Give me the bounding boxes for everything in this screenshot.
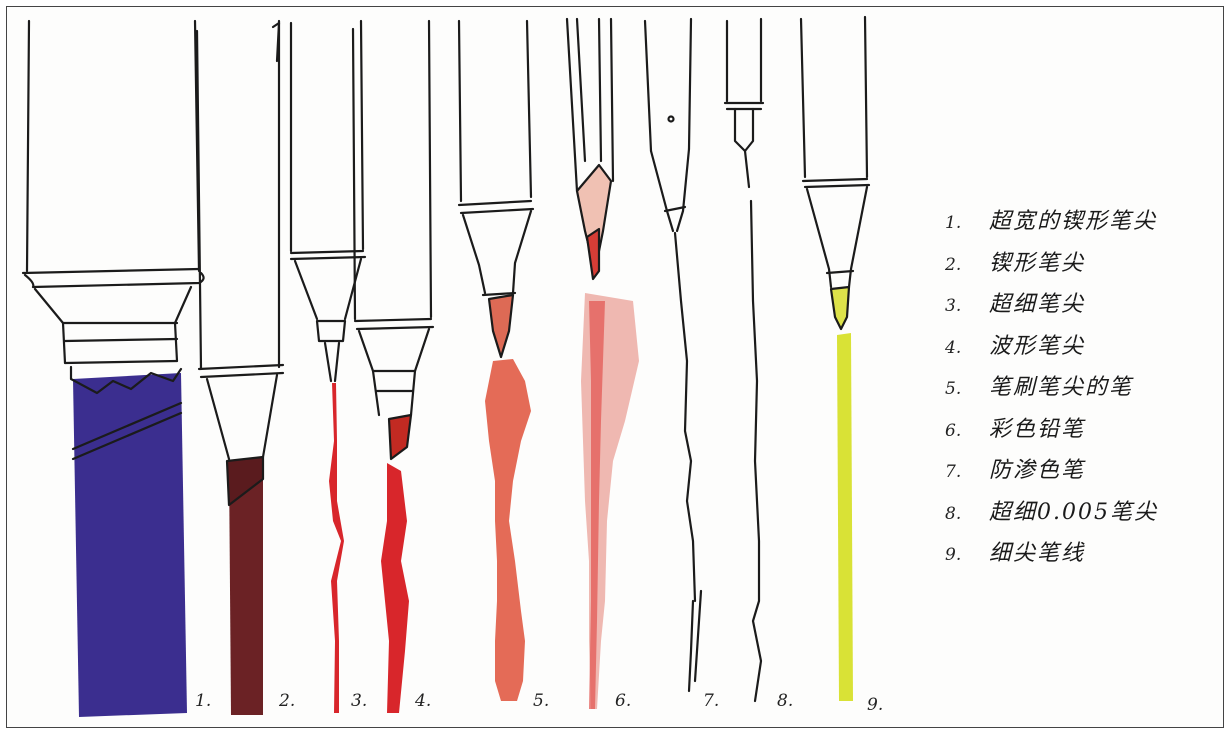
legend-number: 9.: [945, 545, 989, 565]
legend-item: 8. 超细0.005笔尖: [945, 494, 1215, 536]
legend-number: 2.: [945, 255, 989, 275]
pen-3-number: 3.: [351, 691, 367, 711]
legend-number: 6.: [945, 421, 989, 441]
pen-4-number: 4.: [415, 691, 431, 711]
pen-1-number: 1.: [195, 691, 211, 711]
legend-label: 超细笔尖: [989, 286, 1085, 318]
legend-label: 锲形笔尖: [989, 245, 1085, 277]
pen-legend: 1. 超宽的锲形笔尖 2. 锲形笔尖 3. 超细笔尖 4. 波形笔尖 5. 笔刷…: [945, 203, 1215, 577]
pen-9-drawing: [801, 17, 869, 701]
legend-item: 9. 细尖笔线: [945, 535, 1215, 577]
legend-item: 4. 波形笔尖: [945, 328, 1215, 370]
pen-2-number: 2.: [279, 691, 295, 711]
legend-item: 3. 超细笔尖: [945, 286, 1215, 328]
legend-number: 8.: [945, 504, 989, 524]
legend-number: 7.: [945, 462, 989, 482]
legend-label: 防渗色笔: [989, 452, 1085, 484]
legend-item: 5. 笔刷笔尖的笔: [945, 369, 1215, 411]
legend-item: 7. 防渗色笔: [945, 452, 1215, 494]
pen-5-number: 5.: [533, 691, 549, 711]
legend-label: 波形笔尖: [989, 328, 1085, 360]
pen-6-number: 6.: [615, 691, 631, 711]
legend-number: 5.: [945, 379, 989, 399]
legend-item: 1. 超宽的锲形笔尖: [945, 203, 1215, 245]
legend-label: 超细0.005笔尖: [989, 494, 1158, 526]
pen-8-number: 8.: [777, 691, 793, 711]
pen-8-drawing: [725, 19, 763, 701]
legend-label: 彩色铅笔: [989, 411, 1085, 443]
legend-label: 笔刷笔尖的笔: [989, 369, 1133, 401]
pen-7-drawing: [645, 19, 701, 691]
legend-number: 3.: [945, 296, 989, 316]
pen-2-drawing: [197, 21, 283, 715]
legend-number: 4.: [945, 338, 989, 358]
legend-number: 1.: [945, 213, 989, 233]
pen-1-drawing: [23, 21, 204, 717]
pen-5-drawing: [459, 21, 533, 701]
legend-label: 细尖笔线: [989, 535, 1085, 567]
pen-9-number: 9.: [867, 695, 883, 715]
pen-7-number: 7.: [703, 691, 719, 711]
pen-6-drawing: [567, 19, 639, 709]
legend-label: 超宽的锲形笔尖: [989, 203, 1157, 235]
illustration-frame: 1. 2. 3. 4. 5. 6. 7. 8. 9. 1. 超宽的锲形笔尖 2.…: [6, 6, 1224, 728]
pen-4-drawing: [353, 21, 433, 713]
legend-item: 6. 彩色铅笔: [945, 411, 1215, 453]
legend-item: 2. 锲形笔尖: [945, 245, 1215, 287]
